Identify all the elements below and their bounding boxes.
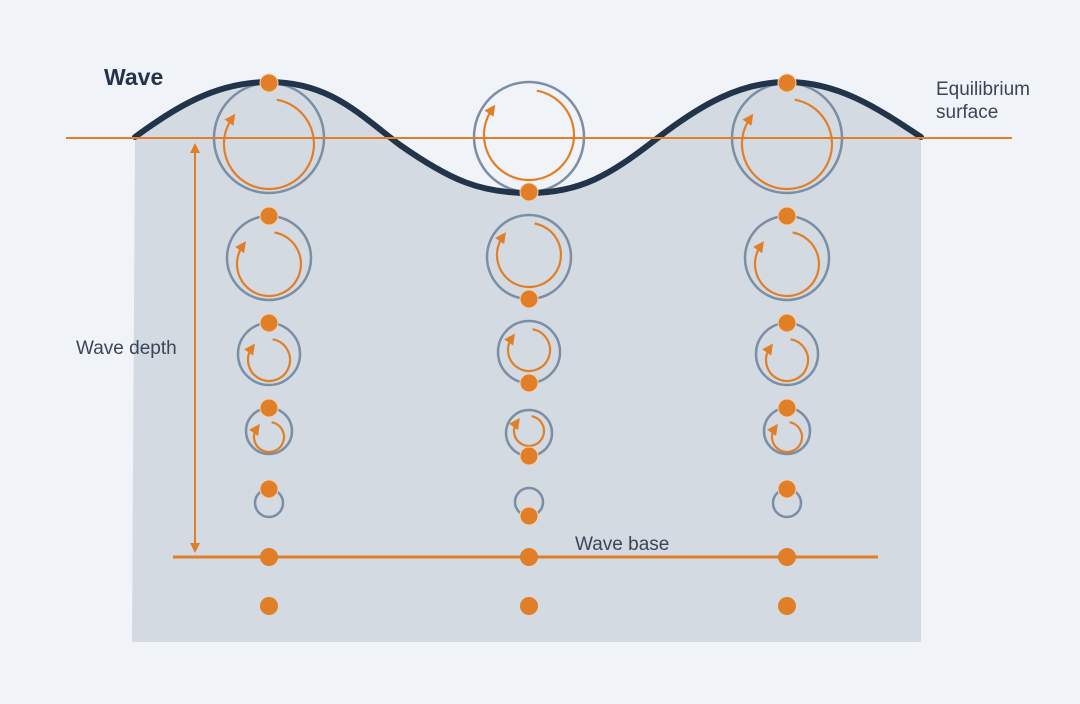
- rotation-arrow-icon: [504, 328, 552, 373]
- rotation-arrow-icon: [244, 338, 292, 383]
- rotation-arrow-icon: [740, 98, 834, 191]
- wave-base-label: Wave base: [575, 534, 670, 555]
- rotation-arrow-icon: [753, 231, 821, 298]
- rotation-arrow-icon: [762, 338, 810, 383]
- still-water-particle: [778, 548, 796, 566]
- still-water-particle: [260, 548, 278, 566]
- water-particle: [777, 206, 797, 226]
- equilibrium-label-line1: Equilibrium: [936, 79, 1030, 100]
- water-particle: [777, 398, 797, 418]
- rotation-arrow-icon: [495, 222, 563, 289]
- water-particle: [777, 73, 797, 93]
- water-particle: [519, 506, 539, 526]
- rotation-arrow-icon: [222, 98, 316, 191]
- rotation-arrow-icon: [767, 421, 804, 454]
- rotation-arrow-icon: [235, 231, 303, 298]
- water-particle: [777, 313, 797, 333]
- rotation-arrow-icon: [509, 415, 546, 448]
- water-particle: [519, 289, 539, 309]
- water-particle: [259, 73, 279, 93]
- still-water-particle: [260, 597, 278, 615]
- water-particle: [259, 479, 279, 499]
- water-particle: [259, 398, 279, 418]
- still-water-particle: [778, 597, 796, 615]
- water-particle: [259, 206, 279, 226]
- water-fill: [132, 82, 921, 642]
- still-water-particle: [520, 548, 538, 566]
- water-particle: [777, 479, 797, 499]
- water-body: [132, 82, 921, 642]
- equilibrium-label-line2: surface: [936, 102, 999, 123]
- wave-depth-label: Wave depth: [76, 338, 177, 359]
- water-particle: [519, 446, 539, 466]
- still-water-particle: [520, 597, 538, 615]
- rotation-arrow-icon: [249, 421, 286, 454]
- water-particle: [519, 182, 539, 202]
- rotation-arrow-icon: [482, 89, 576, 182]
- water-particle: [259, 313, 279, 333]
- equilibrium-surface-label: Equilibrium surface: [936, 78, 1030, 124]
- water-particle: [519, 373, 539, 393]
- water-particles: [259, 73, 797, 615]
- diagram-title: Wave: [104, 64, 164, 90]
